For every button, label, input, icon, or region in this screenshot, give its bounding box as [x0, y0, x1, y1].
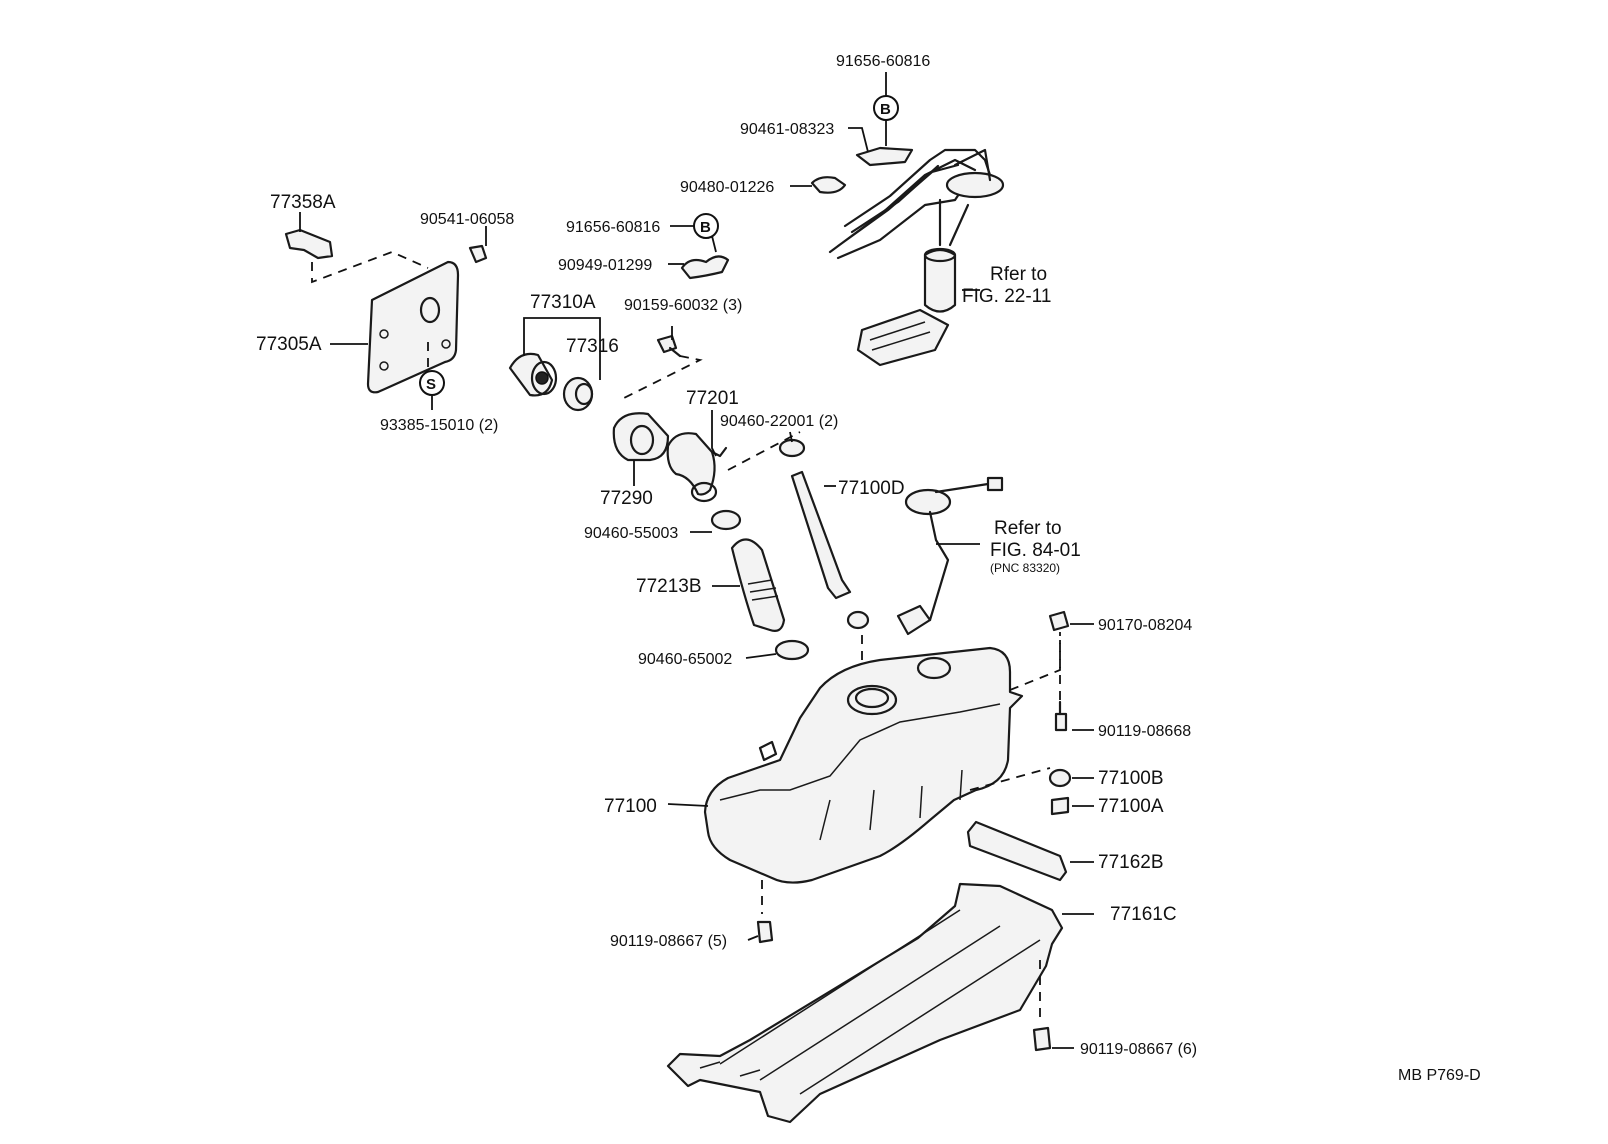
clip-77358A — [284, 228, 334, 260]
clamp-90460-55003 — [710, 509, 742, 531]
label-77100D: 77100D — [838, 478, 905, 499]
label-77213B: 77213B — [636, 576, 702, 597]
label-90460-55003: 90460-55003 — [584, 525, 678, 542]
fuel-pump-ref-line1: Rfer to — [990, 264, 1047, 285]
label-77100A: 77100A — [1098, 796, 1164, 817]
bolt-90119-08667-5 — [756, 920, 774, 944]
fuel-tank-77100 — [703, 646, 1024, 884]
label-77316: 77316 — [566, 336, 619, 357]
filler-neck-77201 — [666, 432, 728, 503]
label-90119-08668: 90119-08668 — [1098, 723, 1191, 740]
label-90541-06058: 90541-06058 — [420, 211, 514, 228]
protector-77161C — [666, 882, 1064, 1124]
gasket-90949-01299 — [680, 255, 730, 280]
grommet-77310A — [508, 352, 558, 397]
label-91656-60816-mid: 91656-60816 — [566, 219, 660, 236]
label-77162B: 77162B — [1098, 852, 1164, 873]
fuel-pump-assembly — [810, 146, 1005, 367]
bolt-77100A — [1050, 796, 1070, 816]
label-90159-60032: 90159-60032 (3) — [624, 297, 742, 314]
bracket-77162B — [966, 820, 1068, 882]
label-77290: 77290 — [600, 488, 653, 509]
label-90460-65002: 90460-65002 — [638, 651, 732, 668]
label-77100: 77100 — [604, 796, 657, 817]
hose-77100D — [790, 470, 852, 600]
svg-text:B: B — [880, 101, 891, 118]
diagram-code: MB P769-D — [1398, 1067, 1481, 1084]
label-91656-60816-top: 91656-60816 — [836, 53, 930, 70]
reference-notes: Rfer to FIG. 22-11 Refer to FIG. 84-01 (… — [962, 264, 1081, 575]
gauge-ref-line2: FIG. 84-01 — [990, 540, 1081, 561]
bolt-90159-60032 — [656, 334, 682, 358]
label-90480-01226: 90480-01226 — [680, 179, 774, 196]
bolt-90119-08668 — [1054, 700, 1068, 732]
label-77310A: 77310A — [530, 292, 596, 313]
cushion-77100B — [1048, 768, 1072, 788]
clamp-90460-65002 — [774, 639, 810, 661]
label-93385-15010: 93385-15010 (2) — [380, 417, 498, 434]
marker-s: S — [419, 370, 445, 396]
hose-77213B — [730, 538, 786, 632]
label-90170-08204: 90170-08204 — [1098, 617, 1192, 634]
gasket-77290 — [612, 412, 670, 462]
clamp-sender-hose — [846, 610, 870, 630]
label-90460-22001: 90460-22001 (2) — [720, 413, 838, 430]
bolt-90541-06058 — [468, 244, 488, 264]
marker-b-mid: B — [693, 213, 719, 239]
label-90119-08667-5: 90119-08667 (5) — [610, 933, 727, 950]
svg-text:S: S — [426, 376, 436, 393]
fuel-pump-ref-line2: FIG. 22-11 — [962, 286, 1051, 307]
marker-b-top: B — [873, 95, 899, 121]
gauge-ref-line3: (PNC 83320) — [990, 561, 1060, 575]
nut-90170-08204 — [1048, 610, 1070, 632]
label-77100B: 77100B — [1098, 768, 1164, 789]
leader-lines — [299, 72, 1094, 1049]
label-77161C: 77161C — [1110, 904, 1177, 925]
label-77305A: 77305A — [256, 334, 322, 355]
circled-markers: B B S — [419, 95, 899, 396]
svg-text:B: B — [700, 219, 711, 236]
part-labels: 91656-60816 90461-08323 90480-01226 9165… — [256, 53, 1197, 1058]
clamp-90460-22001 — [778, 438, 806, 458]
label-90949-01299: 90949-01299 — [558, 257, 652, 274]
bolt-90119-08667-6 — [1032, 1026, 1052, 1052]
label-77201: 77201 — [686, 388, 739, 409]
label-90461-08323: 90461-08323 — [740, 121, 834, 138]
label-90119-08667-6: 90119-08667 (6) — [1080, 1041, 1197, 1058]
gauge-ref-line1: Refer to — [994, 518, 1062, 539]
fuel-sender-gauge — [896, 476, 1004, 636]
label-77358A: 77358A — [270, 192, 336, 213]
grommet-77316 — [562, 376, 594, 412]
cover-77305A — [366, 260, 460, 394]
